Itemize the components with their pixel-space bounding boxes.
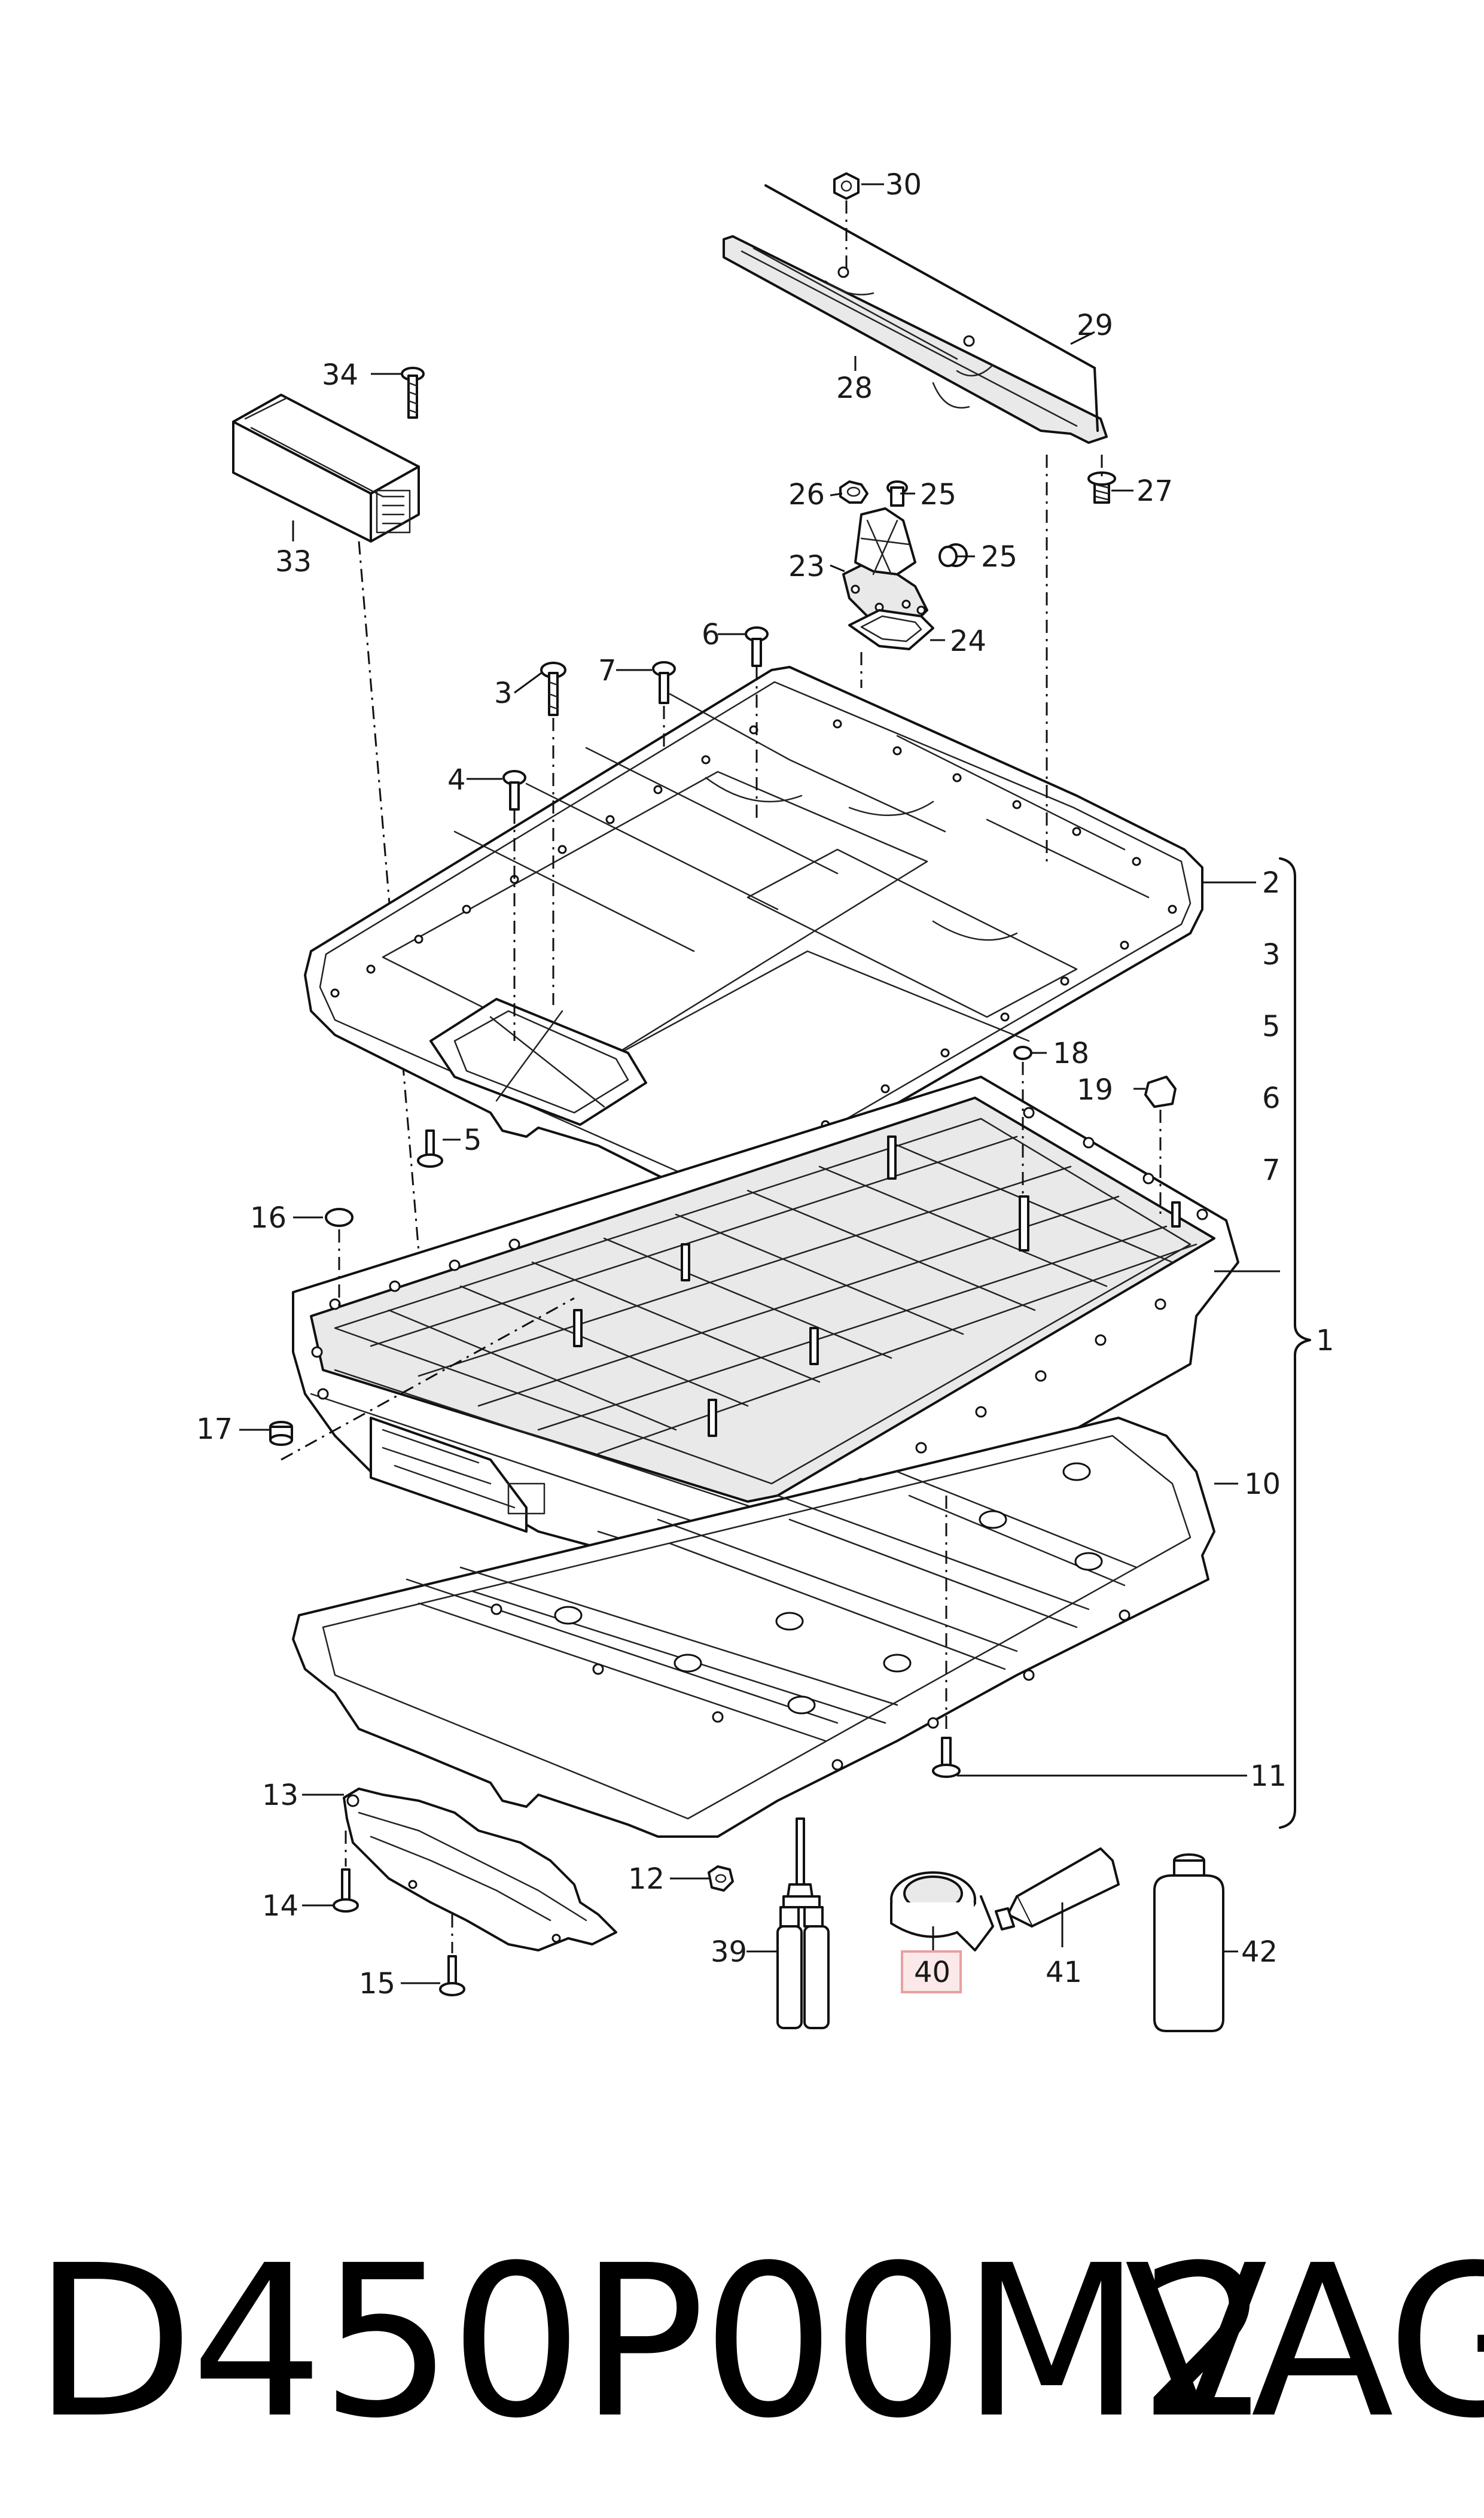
callout-11: 11	[1250, 1759, 1287, 1793]
callout-42: 42	[1241, 1935, 1278, 1969]
underbody-guard-part-10	[292, 1417, 1215, 1838]
callout-40: 40	[914, 1956, 950, 1989]
grease-tube-part-41	[995, 1847, 1120, 1931]
callout-2: 2	[1262, 866, 1281, 900]
screw-part-34	[401, 367, 425, 419]
callout-30: 30	[885, 168, 922, 202]
leader-lines	[239, 183, 1280, 1984]
guard-holes	[490, 1462, 1130, 1771]
bolt-part-27	[1087, 455, 1116, 504]
callout-15: 15	[359, 1967, 395, 2001]
bracket-part-23	[842, 507, 928, 623]
callout-12: 12	[628, 1862, 665, 1896]
plug-part-25b	[938, 543, 968, 567]
callout-4: 4	[447, 763, 466, 797]
callout-24: 24	[950, 625, 986, 658]
nut-part-12	[708, 1865, 734, 1892]
callout-7: 7	[598, 654, 617, 687]
callout-3-list: 3	[1262, 938, 1281, 972]
callout-16: 16	[250, 1201, 287, 1235]
cover-rail-part-28	[723, 184, 1108, 444]
seal-part-18	[1013, 1046, 1032, 1196]
callout-41: 41	[1046, 1956, 1082, 1989]
adhesive-cartridge-part-39	[776, 1817, 830, 2029]
tray-pins	[573, 1135, 1181, 1437]
cover-edge-holes	[330, 719, 1177, 1165]
highlight-box-part-40	[901, 1950, 962, 1993]
callout-28: 28	[836, 372, 873, 405]
callout-1: 1	[1316, 1324, 1334, 1357]
plug-part-25a	[886, 480, 908, 507]
tape-roll-part-40	[890, 1871, 994, 1951]
screw-part-6	[745, 626, 769, 820]
callout-23: 23	[788, 550, 825, 583]
seal-ring-part-16	[325, 1208, 354, 1310]
callout-13: 13	[262, 1779, 298, 1812]
shield-part-13	[343, 1788, 617, 1951]
brand-label: VAG	[1125, 2220, 1484, 2464]
battery-top-cover-part-2	[304, 666, 1203, 1198]
callout-17: 17	[196, 1412, 233, 1446]
clip-part-19	[1144, 1076, 1177, 1214]
callout-34: 34	[322, 358, 358, 392]
callout-14: 14	[262, 1889, 298, 1923]
exploded-view-drawing: 30 29 28 27 26 25 23 25 24 6 7 3 4 34 33…	[196, 168, 1334, 2032]
callout-10: 10	[1244, 1467, 1281, 1501]
callout-39: 39	[711, 1935, 747, 1969]
assembly-bracket	[1279, 857, 1311, 1829]
callout-5: 5	[464, 1123, 482, 1157]
plug-part-17	[269, 1421, 293, 1446]
callout-5-list: 5	[1262, 1010, 1281, 1043]
callout-6: 6	[702, 618, 720, 651]
sealant-bottle-part-42	[1153, 1853, 1224, 2032]
callout-18: 18	[1053, 1037, 1089, 1070]
screw-part-4	[502, 770, 526, 1041]
gasket-part-24	[848, 609, 934, 650]
screw-part-5	[417, 1129, 443, 1168]
part-code: D450P00M2	[33, 2220, 1272, 2464]
nut-part-26	[839, 480, 869, 504]
screw-part-15	[439, 1914, 465, 1996]
screw-part-7	[652, 661, 676, 748]
screw-part-3	[540, 662, 566, 1005]
callout-7-list: 7	[1262, 1153, 1281, 1187]
screw-part-11	[932, 1496, 961, 1778]
callout-33: 33	[275, 545, 312, 578]
callout-6-list: 6	[1262, 1082, 1281, 1115]
callout-26: 26	[788, 478, 825, 511]
callout-25-side: 25	[981, 540, 1017, 574]
cell-partitions	[310, 1135, 1197, 1545]
callout-29: 29	[1077, 309, 1113, 342]
callout-27: 27	[1136, 474, 1173, 508]
screw-part-14	[333, 1831, 359, 1913]
callout-19: 19	[1077, 1073, 1113, 1107]
nut-part-30	[833, 172, 860, 275]
control-module-part-33	[232, 394, 420, 543]
callout-25-top: 25	[920, 478, 956, 511]
callout-3: 3	[494, 677, 513, 710]
callout-labels: 30 29 28 27 26 25 23 25 24 6 7 3 4 34 33…	[196, 168, 1334, 2001]
